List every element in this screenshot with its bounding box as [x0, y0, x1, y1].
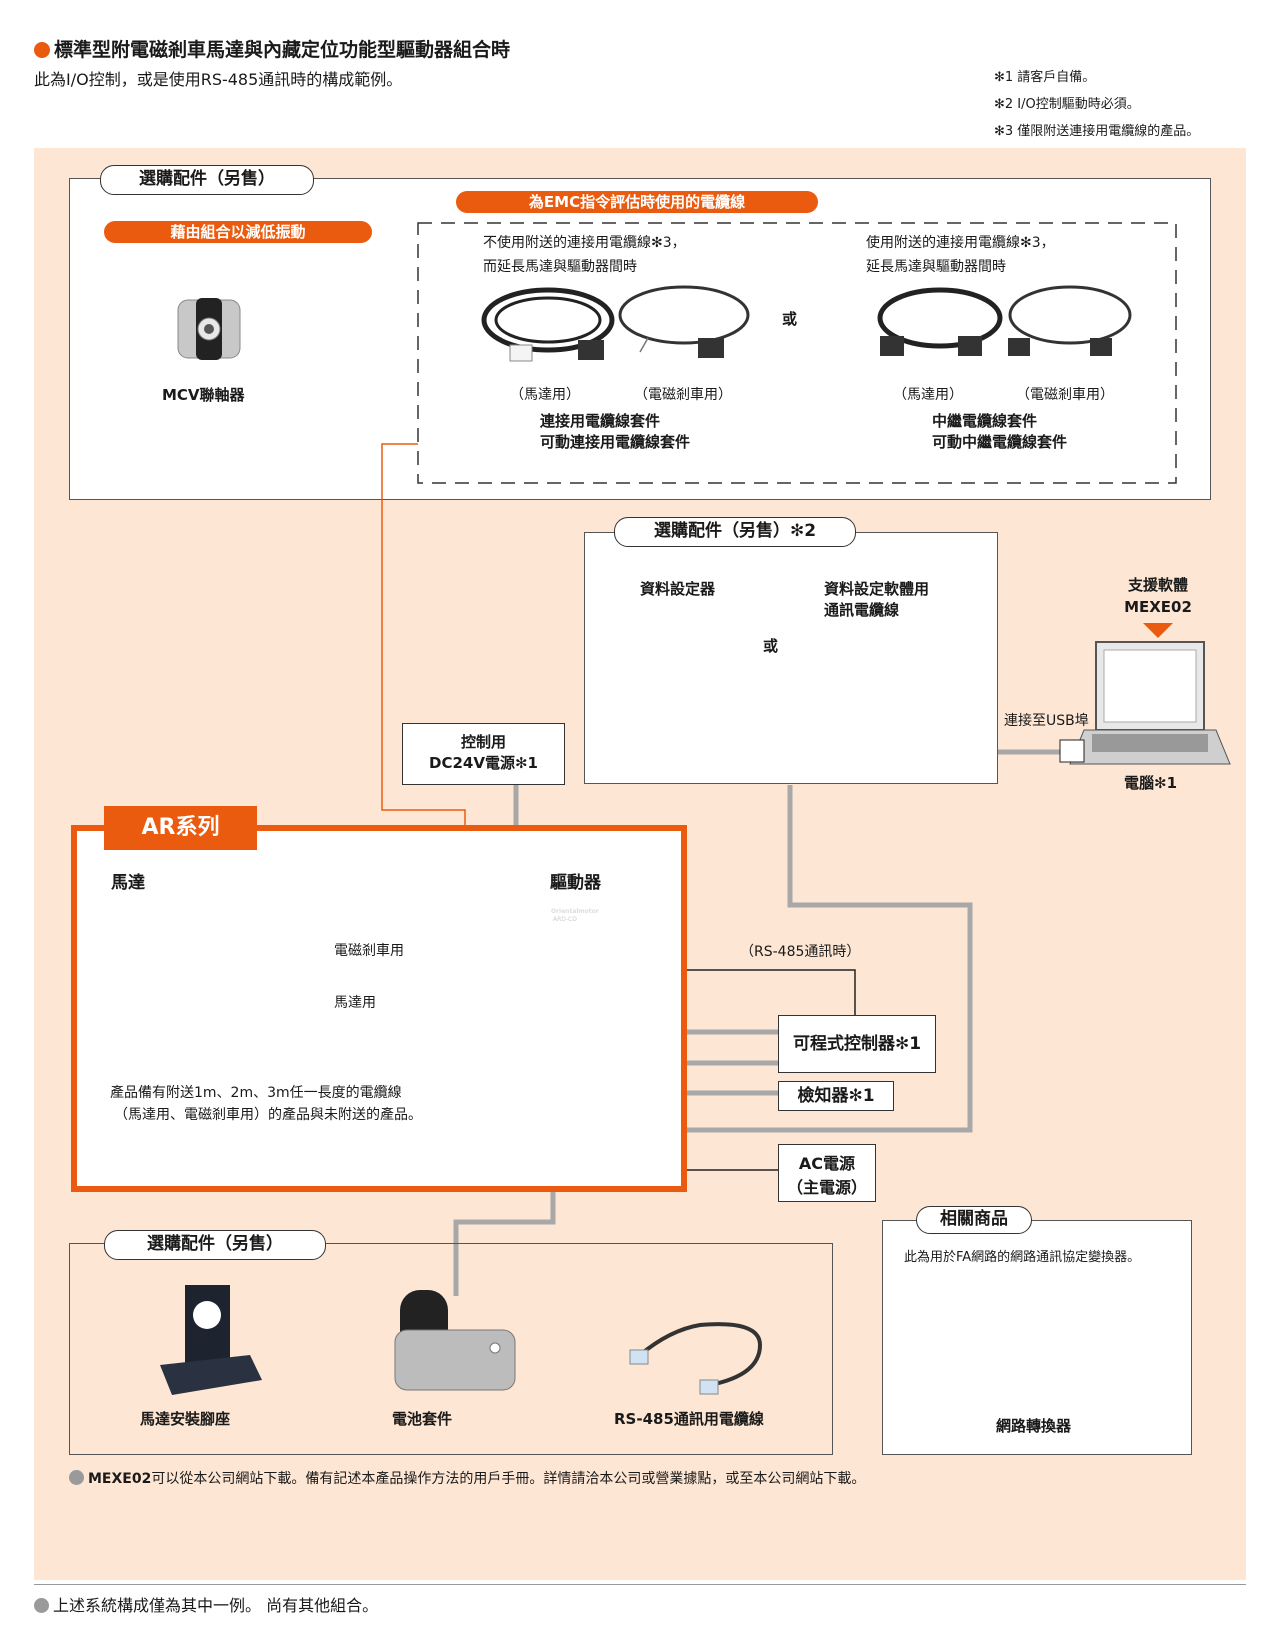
laptop-icon [1069, 641, 1231, 765]
note-3: ✻3 僅限附送連接用電纜線的產品。 [994, 124, 1200, 139]
motor-cable-label: 馬達用 [334, 995, 376, 1011]
dc24v-power-box: 控制用 DC24V電源✻1 [402, 723, 565, 785]
left-brake-caption: （電磁剎車用） [634, 387, 732, 403]
or-label-mid: 或 [763, 637, 779, 655]
right-brake-caption: （電磁剎車用） [1016, 387, 1114, 403]
bottom-options-label: 選購配件（另售） [104, 1230, 326, 1260]
usb-label: 連接至USB埠 [1004, 713, 1089, 729]
mid-options-box [584, 532, 998, 784]
battery-kit-icon [394, 1290, 516, 1391]
dc-power-line-1: 控制用 [460, 733, 506, 751]
motor-cable-kit-icon [481, 287, 615, 353]
related-products-box [882, 1220, 1192, 1455]
ac-power-line-2: （主電源） [786, 1178, 867, 1197]
bottom-options-box [69, 1243, 833, 1455]
right-kit-1: 中繼電纜線套件 [932, 412, 1038, 430]
related-desc: 此為用於FA網路的網路通訊協定變換器。 [904, 1250, 1141, 1265]
dc-power-line-2: DC24V電源✻1 [429, 754, 538, 772]
right-motor-caption: （馬達用） [893, 387, 963, 403]
driver-model: ARD-CD [553, 916, 577, 923]
right-emc-desc-2: 延長馬達與驅動器間時 [866, 259, 1006, 275]
vibration-label: 藉由組合以減低振動 [104, 221, 372, 243]
coupling-icon [177, 298, 241, 360]
motor-label: 馬達 [111, 873, 145, 893]
coupling-name: MCV聯軸器 [162, 386, 245, 404]
right-emc-desc-1: 使用附送的連接用電纜線✻3， [866, 235, 1055, 251]
software-label: 支援軟體 [1127, 576, 1188, 594]
relay-motor-cable-icon [877, 287, 1003, 349]
footer-note: 上述系統構成僅為其中一例。 尚有其他組合。 [34, 1592, 378, 1616]
software-name: MEXE02 [1124, 598, 1192, 616]
left-emc-desc-1: 不使用附送的連接用電纜線✻3， [483, 235, 686, 251]
left-kit-1: 連接用電纜線套件 [540, 412, 661, 430]
ac-power-line-1: AC電源 [798, 1154, 856, 1173]
ar-series-tab: AR系列 [104, 806, 257, 850]
comm-cable-label-2: 通訊電纜線 [824, 601, 900, 619]
driver-brand: Orientalmotor [551, 908, 599, 915]
battery-kit-label: 電池套件 [392, 1410, 453, 1428]
rs485-cable-label: RS-485通訊用電纜線 [614, 1410, 764, 1428]
rs485-cable-icon [638, 1322, 763, 1387]
pc-label: 電腦✻1 [1124, 774, 1178, 792]
bullet-icon [34, 42, 50, 58]
brake-cable-kit-icon [618, 285, 750, 345]
bullet-gray-icon [34, 1598, 49, 1613]
brake-cable-label: 電磁剎車用 [334, 943, 404, 959]
mid-options-label: 選購配件（另售）✻2 [614, 517, 856, 547]
footer-divider [34, 1584, 1246, 1585]
rs485-note: （RS-485通訊時） [740, 944, 861, 960]
sensor-box: 檢知器✻1 [778, 1081, 894, 1111]
or-label-top: 或 [782, 310, 798, 328]
ar-series-frame [71, 825, 687, 1192]
relay-brake-cable-icon [1008, 285, 1132, 345]
top-options-label: 選購配件（另售） [100, 165, 314, 195]
note-2: ✻2 I/O控制驅動時必須。 [994, 97, 1140, 112]
emc-label: 為EMC指令評估時使用的電纜線 [456, 191, 818, 213]
left-motor-caption: （馬達用） [510, 387, 580, 403]
data-setter-label: 資料設定器 [640, 580, 716, 598]
ar-note-1: 產品備有附送1m、2m、3m任一長度的電纜線 [110, 1085, 402, 1101]
left-emc-desc-2: 而延長馬達與驅動器間時 [483, 259, 637, 275]
network-converter-label: 網路轉換器 [996, 1417, 1072, 1435]
related-products-label: 相關商品 [916, 1206, 1032, 1234]
motor-mount-label: 馬達安裝腳座 [140, 1410, 231, 1428]
ac-power-box: AC電源 （主電源） [778, 1144, 876, 1202]
mexe-note: MEXE02可以從本公司網站下載。備有記述本產品操作方法的用戶手冊。詳情請洽本公… [69, 1468, 865, 1488]
left-kit-2: 可動連接用電纜線套件 [540, 433, 691, 451]
bullet-gray-icon [69, 1470, 84, 1485]
motor-mount-icon [160, 1285, 262, 1395]
right-kit-2: 可動中繼電纜線套件 [932, 433, 1068, 451]
plc-box: 可程式控制器✻1 [778, 1015, 936, 1073]
ar-note-2: （馬達用、電磁剎車用）的產品與未附送的產品。 [114, 1107, 422, 1123]
driver-label: 驅動器 [550, 873, 601, 893]
page-subtitle: 此為I/O控制，或是使用RS-485通訊時的構成範例。 [34, 70, 403, 89]
note-1: ✻1 請客戶自備。 [994, 70, 1096, 85]
page-title: 標準型附電磁剎車馬達與內藏定位功能型驅動器組合時 [34, 35, 510, 62]
comm-cable-label-1: 資料設定軟體用 [824, 580, 930, 598]
